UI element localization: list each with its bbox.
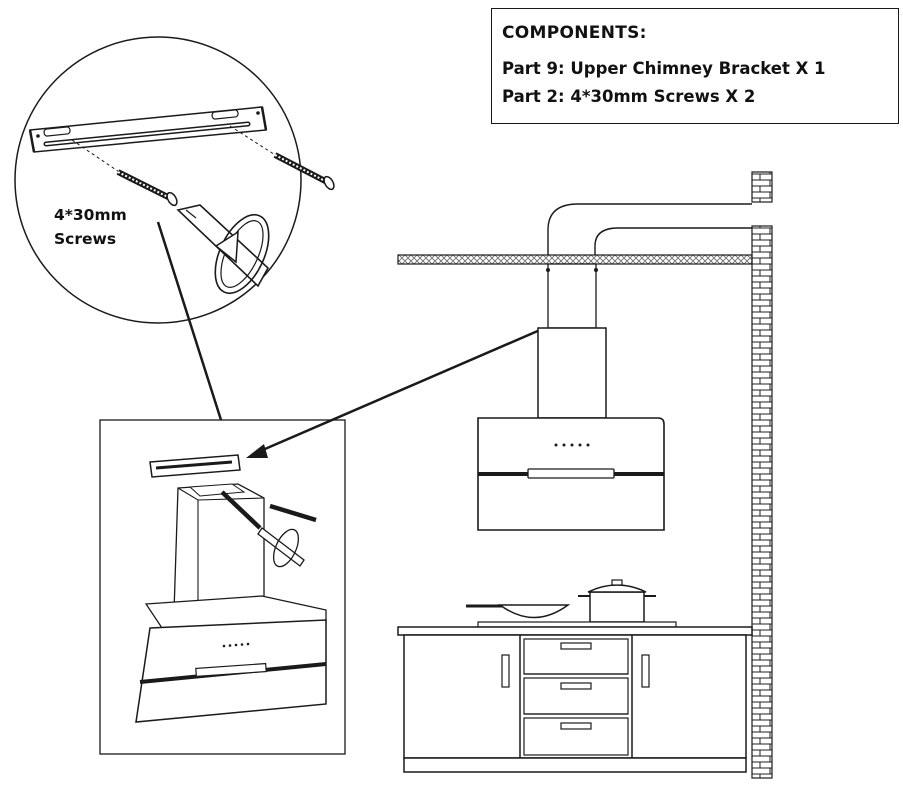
screw-label-line1: 4*30mm bbox=[54, 206, 127, 224]
screwdriver-icon bbox=[176, 204, 270, 294]
screw-callout-label: 4*30mm Screws bbox=[54, 203, 127, 251]
hood-install-detail-panel bbox=[99, 419, 346, 755]
range-hood bbox=[477, 417, 665, 531]
pot-icon bbox=[578, 579, 656, 623]
component-part-9: Part 9: Upper Chimney Bracket X 1 bbox=[502, 59, 826, 78]
exhaust-duct bbox=[547, 203, 752, 255]
lower-chimney bbox=[537, 327, 607, 419]
screw-left-detail bbox=[116, 169, 178, 207]
component-part-2: Part 2: 4*30mm Screws X 2 bbox=[502, 87, 756, 106]
components-heading: COMPONENTS: bbox=[502, 23, 647, 43]
arrow-hood-to-panel bbox=[246, 328, 541, 458]
screw-right-detail bbox=[273, 152, 335, 191]
ceiling bbox=[397, 254, 753, 265]
base-cabinets bbox=[403, 634, 747, 773]
upper-chimney-bracket-detail bbox=[28, 106, 268, 153]
upper-chimney bbox=[547, 263, 597, 329]
kitchen-scene bbox=[397, 171, 773, 779]
countertop bbox=[397, 626, 753, 636]
screw-label-line2: Screws bbox=[54, 230, 117, 248]
components-box: COMPONENTS: Part 9: Upper Chimney Bracke… bbox=[491, 8, 899, 124]
brick-chimney-top bbox=[751, 171, 773, 203]
wok-icon bbox=[466, 604, 571, 619]
brick-wall bbox=[751, 225, 773, 779]
zoom-circle bbox=[14, 36, 335, 324]
